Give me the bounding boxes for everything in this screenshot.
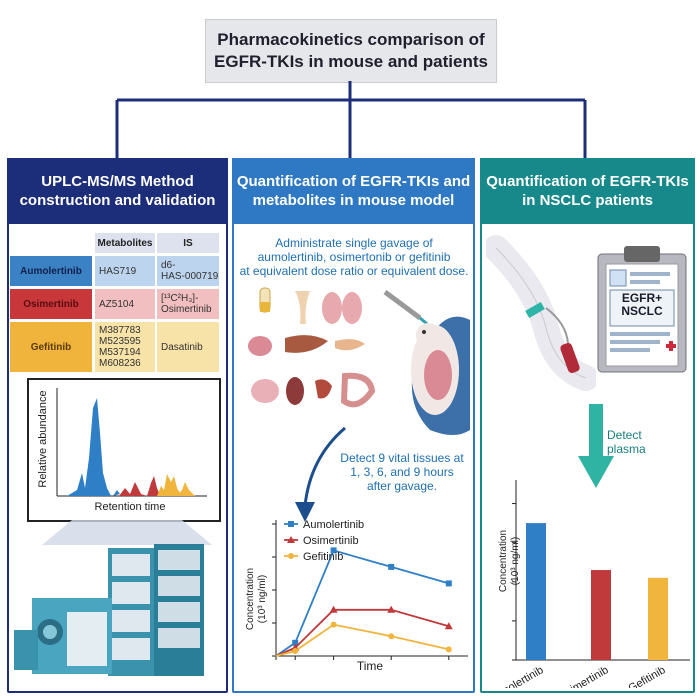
- chromatogram-plot: [56, 388, 207, 497]
- table-drug-osimertinib: Osimertinib: [10, 289, 92, 319]
- arm-illustration: [486, 235, 596, 391]
- panel-patients-header: Quantification of EGFR-TKIs in NSCLC pat…: [480, 158, 695, 224]
- table-is-gefitinib: Dasatinib: [157, 322, 219, 372]
- line-chart-ylabel: Concentration (10³ ng/ml): [245, 567, 268, 631]
- bar-osimertinib: [591, 570, 611, 660]
- bar-label-aumolertinib: Aumolertinib: [487, 664, 546, 688]
- table-drug-gefitinib: Gefitinib: [10, 322, 92, 372]
- bar-chart-bars: [526, 523, 668, 660]
- detect-tissues-text: Detect 9 vital tissues at 1, 3, 6, and 9…: [340, 451, 464, 493]
- table-metabolite-gefitinib: M387783 M523595 M537194 M608236: [95, 322, 155, 372]
- line-point-osimertinib: [329, 605, 338, 613]
- line-point-osimertinib: [444, 622, 453, 630]
- chromatogram-xlabel: Retention time: [94, 501, 166, 513]
- mouse-illustration: [383, 289, 470, 435]
- table-header-is: IS: [157, 233, 219, 253]
- line-series-osimertinib: [275, 608, 450, 657]
- clipboard-illustration: [597, 246, 687, 373]
- panel-mouse-header: Quantification of EGFR-TKIs and metaboli…: [232, 158, 475, 224]
- line-point-aumolertinib: [292, 639, 299, 646]
- line-point-gefitinib: [445, 646, 452, 653]
- line-point-aumolertinib: [388, 563, 395, 570]
- legend-label-osimertinib: Osimertinib: [303, 535, 359, 547]
- down-arrow: [578, 404, 614, 488]
- bar-aumolertinib: [526, 523, 546, 660]
- line-point-aumolertinib: [445, 580, 452, 587]
- page-title: Pharmacokinetics comparison of EGFR-TKIs…: [205, 19, 497, 83]
- bar-label-gefitinib: Gefitinib: [627, 664, 668, 688]
- line-chart-y-ticks: [272, 523, 276, 657]
- bar-chart: Aumolertinib Osimertinib Gefitinib: [487, 480, 690, 688]
- legend-marker-gefitinib: [288, 553, 294, 559]
- legend-marker-aumolertinib: [288, 521, 294, 527]
- table-header-metabolites: Metabolites: [95, 233, 155, 253]
- bar-gefitinib: [648, 577, 668, 660]
- line-chart-x-ticks: [275, 656, 450, 660]
- bar-chart-y-ticks: [512, 503, 516, 661]
- clipboard-label: EGFR+ NSCLC: [621, 291, 663, 318]
- table-drug-aumolertinib: Aumolertinib: [10, 256, 92, 286]
- table-is-osimertinib: [¹³C²H₃]- Osimertinib: [157, 289, 219, 319]
- uplc-instrument-illustration: [14, 520, 212, 676]
- bar-label-osimertinib: Osimertinib: [556, 664, 610, 688]
- organs-illustration: [248, 287, 376, 408]
- table-is-aumolertinib: d6- HAS-000719: [157, 256, 219, 286]
- line-point-osimertinib: [387, 605, 396, 613]
- curved-arrow: [295, 426, 346, 522]
- chromatogram-ylabel: Relative abundance: [37, 390, 49, 488]
- legend-marker-osimertinib: [287, 536, 295, 543]
- line-chart-xlabel: Time: [357, 659, 384, 673]
- legend-label-gefitinib: Gefitinib: [303, 551, 343, 563]
- panel-method-header: UPLC-MS/MS Method construction and valid…: [7, 158, 228, 224]
- legend-label-aumolertinib: Aumolertinib: [303, 519, 364, 531]
- administration-text: Administrate single gavage of aumolertin…: [239, 236, 469, 278]
- detect-plasma-text: Detect plasma: [607, 428, 646, 456]
- line-point-gefitinib: [292, 648, 299, 655]
- line-point-aumolertinib: [330, 547, 337, 554]
- line-chart-series: [275, 547, 453, 657]
- table-metabolite-aumolertinib: HAS719: [95, 256, 155, 286]
- line-point-gefitinib: [330, 621, 337, 628]
- bar-chart-category-labels: Aumolertinib Osimertinib Gefitinib: [487, 664, 668, 688]
- line-point-gefitinib: [388, 633, 395, 640]
- bar-chart-ylabel: Concentration (10³ ng/ml): [498, 529, 521, 593]
- line-chart-axes: [275, 520, 468, 657]
- table-metabolite-osimertinib: AZ5104: [95, 289, 155, 319]
